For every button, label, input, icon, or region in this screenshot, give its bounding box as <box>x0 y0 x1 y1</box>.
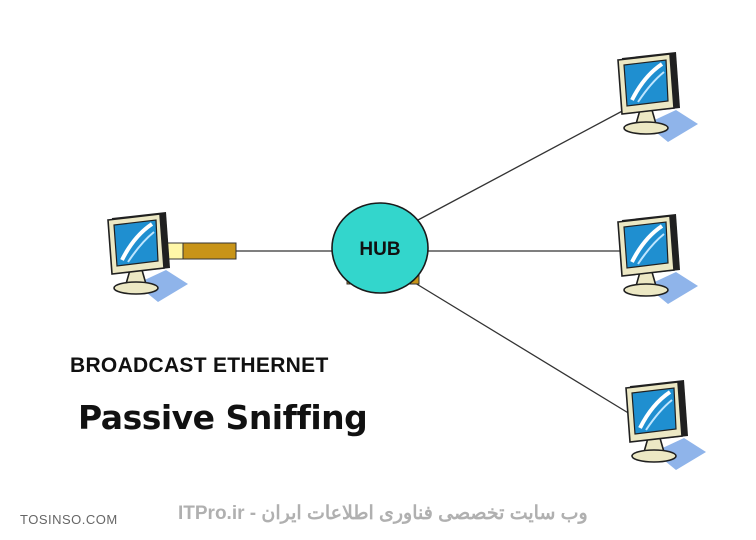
hub-label: HUB <box>359 239 400 260</box>
computer-icon <box>624 378 708 472</box>
diagram-subtitle: Passive Sniffing <box>78 398 368 437</box>
computer-icon <box>616 212 700 306</box>
diagram-title: BROADCAST ETHERNET <box>70 354 329 377</box>
connector-dark <box>182 242 237 260</box>
cable-top-right <box>417 107 629 221</box>
watermark-left: TOSINSO.COM <box>20 512 118 527</box>
watermark-right: ITPro.ir - وب سایت تخصصی فناوری اطلاعات … <box>178 503 588 524</box>
computer-icon <box>616 50 700 144</box>
hub-circle <box>331 202 429 294</box>
cable-bottom-right <box>414 282 631 415</box>
